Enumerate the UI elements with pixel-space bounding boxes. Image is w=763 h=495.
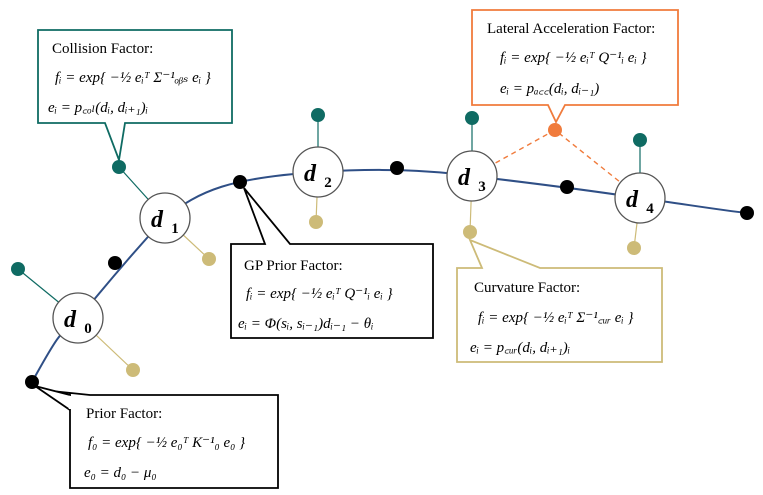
callout-box [471, 9, 679, 125]
callout-equation-1: fᵢ = exp{ −½ eᵢᵀ Σ⁻¹ₒᵦₛ eᵢ } [55, 70, 211, 86]
node-circle [614, 172, 666, 224]
node-d3: d 3 [446, 150, 498, 202]
curvature-dot [202, 252, 216, 266]
callout-equation-2: eᵢ = pₐ꜀꜀(dᵢ, dᵢ₋₁) [500, 81, 599, 97]
collision-dot [633, 133, 647, 147]
node-subscript: 0 [84, 321, 92, 337]
callout-title: Curvature Factor: [474, 280, 580, 296]
callout-equation-2: eᵢ = p꜀ₒₗ(dᵢ, dᵢ₊₁)ᵢ [48, 100, 148, 116]
node-subscript: 2 [324, 175, 332, 191]
callout-title: Prior Factor: [86, 406, 162, 422]
node-label: d [151, 207, 164, 233]
gp-prior-dot [390, 161, 404, 175]
curvature-dot [309, 215, 323, 229]
node-d4: d 4 [614, 172, 666, 224]
callout-equation-1: fᵢ = exp{ −½ eᵢᵀ Q⁻¹ᵢ eᵢ } [246, 286, 393, 302]
callout-equation-2: e₀ = d₀ − μ₀ [84, 465, 157, 481]
node-subscript: 3 [478, 179, 486, 195]
node-label: d [304, 161, 317, 187]
gp-prior-dot [233, 175, 247, 189]
callout-title: Lateral Acceleration Factor: [487, 21, 655, 37]
lateral-acceleration-dot [548, 123, 562, 137]
node-label: d [64, 307, 77, 333]
callout-title: GP Prior Factor: [244, 258, 343, 274]
collision-dot [112, 160, 126, 174]
lateral-acceleration-callout: Lateral Acceleration Factor: fᵢ = exp{ −… [471, 9, 679, 125]
collision-dot [465, 111, 479, 125]
callout-equation-1: f₀ = exp{ −½ e₀ᵀ K⁻¹₀ e₀ } [88, 435, 245, 451]
node-circle [52, 292, 104, 344]
node-circle [292, 146, 344, 198]
callout-equation-2: eᵢ = Φ(sᵢ, sᵢ₋₁)dᵢ₋₁ − θᵢ [238, 316, 373, 332]
collision-factor-dots [11, 108, 647, 276]
node-label: d [458, 165, 471, 191]
curvature-dot [126, 363, 140, 377]
curvature-dot [627, 241, 641, 255]
node-circle [139, 192, 191, 244]
gp-prior-dot [560, 180, 574, 194]
callout-equation-2: eᵢ = p꜀ᵤᵣ(dᵢ, dᵢ₊₁)ᵢ [470, 340, 570, 356]
node-subscript: 1 [171, 221, 179, 237]
callout-title: Collision Factor: [52, 41, 153, 57]
node-subscript: 4 [646, 201, 654, 217]
collision-factor-callout: Collision Factor: fᵢ = exp{ −½ eᵢᵀ Σ⁻¹ₒᵦ… [37, 29, 233, 164]
callout-equation-1: fᵢ = exp{ −½ eᵢᵀ Σ⁻¹꜀ᵤᵣ eᵢ } [478, 310, 634, 326]
callout-box [41, 389, 279, 489]
gp-prior-dot [740, 206, 754, 220]
curvature-dot [463, 225, 477, 239]
lateral-link-d3 [471, 129, 556, 177]
callout-box [37, 29, 233, 164]
callout-pointer [34, 385, 71, 411]
node-d2: d 2 [292, 146, 344, 198]
prior-factor-callout: Prior Factor: f₀ = exp{ −½ e₀ᵀ K⁻¹₀ e₀ }… [34, 385, 279, 489]
callout-equation-1: fᵢ = exp{ −½ eᵢᵀ Q⁻¹ᵢ eᵢ } [500, 50, 647, 66]
curvature-factor-callout: Curvature Factor: fᵢ = exp{ −½ eᵢᵀ Σ⁻¹꜀ᵤ… [456, 238, 663, 363]
gp-prior-dot [108, 256, 122, 270]
node-d0: d 0 [52, 292, 104, 344]
callout-box [456, 238, 663, 363]
node-label: d [626, 187, 639, 213]
curvature-factor-dots [126, 215, 641, 377]
collision-dot [311, 108, 325, 122]
collision-dot [11, 262, 25, 276]
callout-box [230, 187, 434, 339]
gp-prior-callout: GP Prior Factor: fᵢ = exp{ −½ eᵢᵀ Q⁻¹ᵢ e… [230, 187, 434, 339]
node-circle [446, 150, 498, 202]
node-d1: d 1 [139, 192, 191, 244]
